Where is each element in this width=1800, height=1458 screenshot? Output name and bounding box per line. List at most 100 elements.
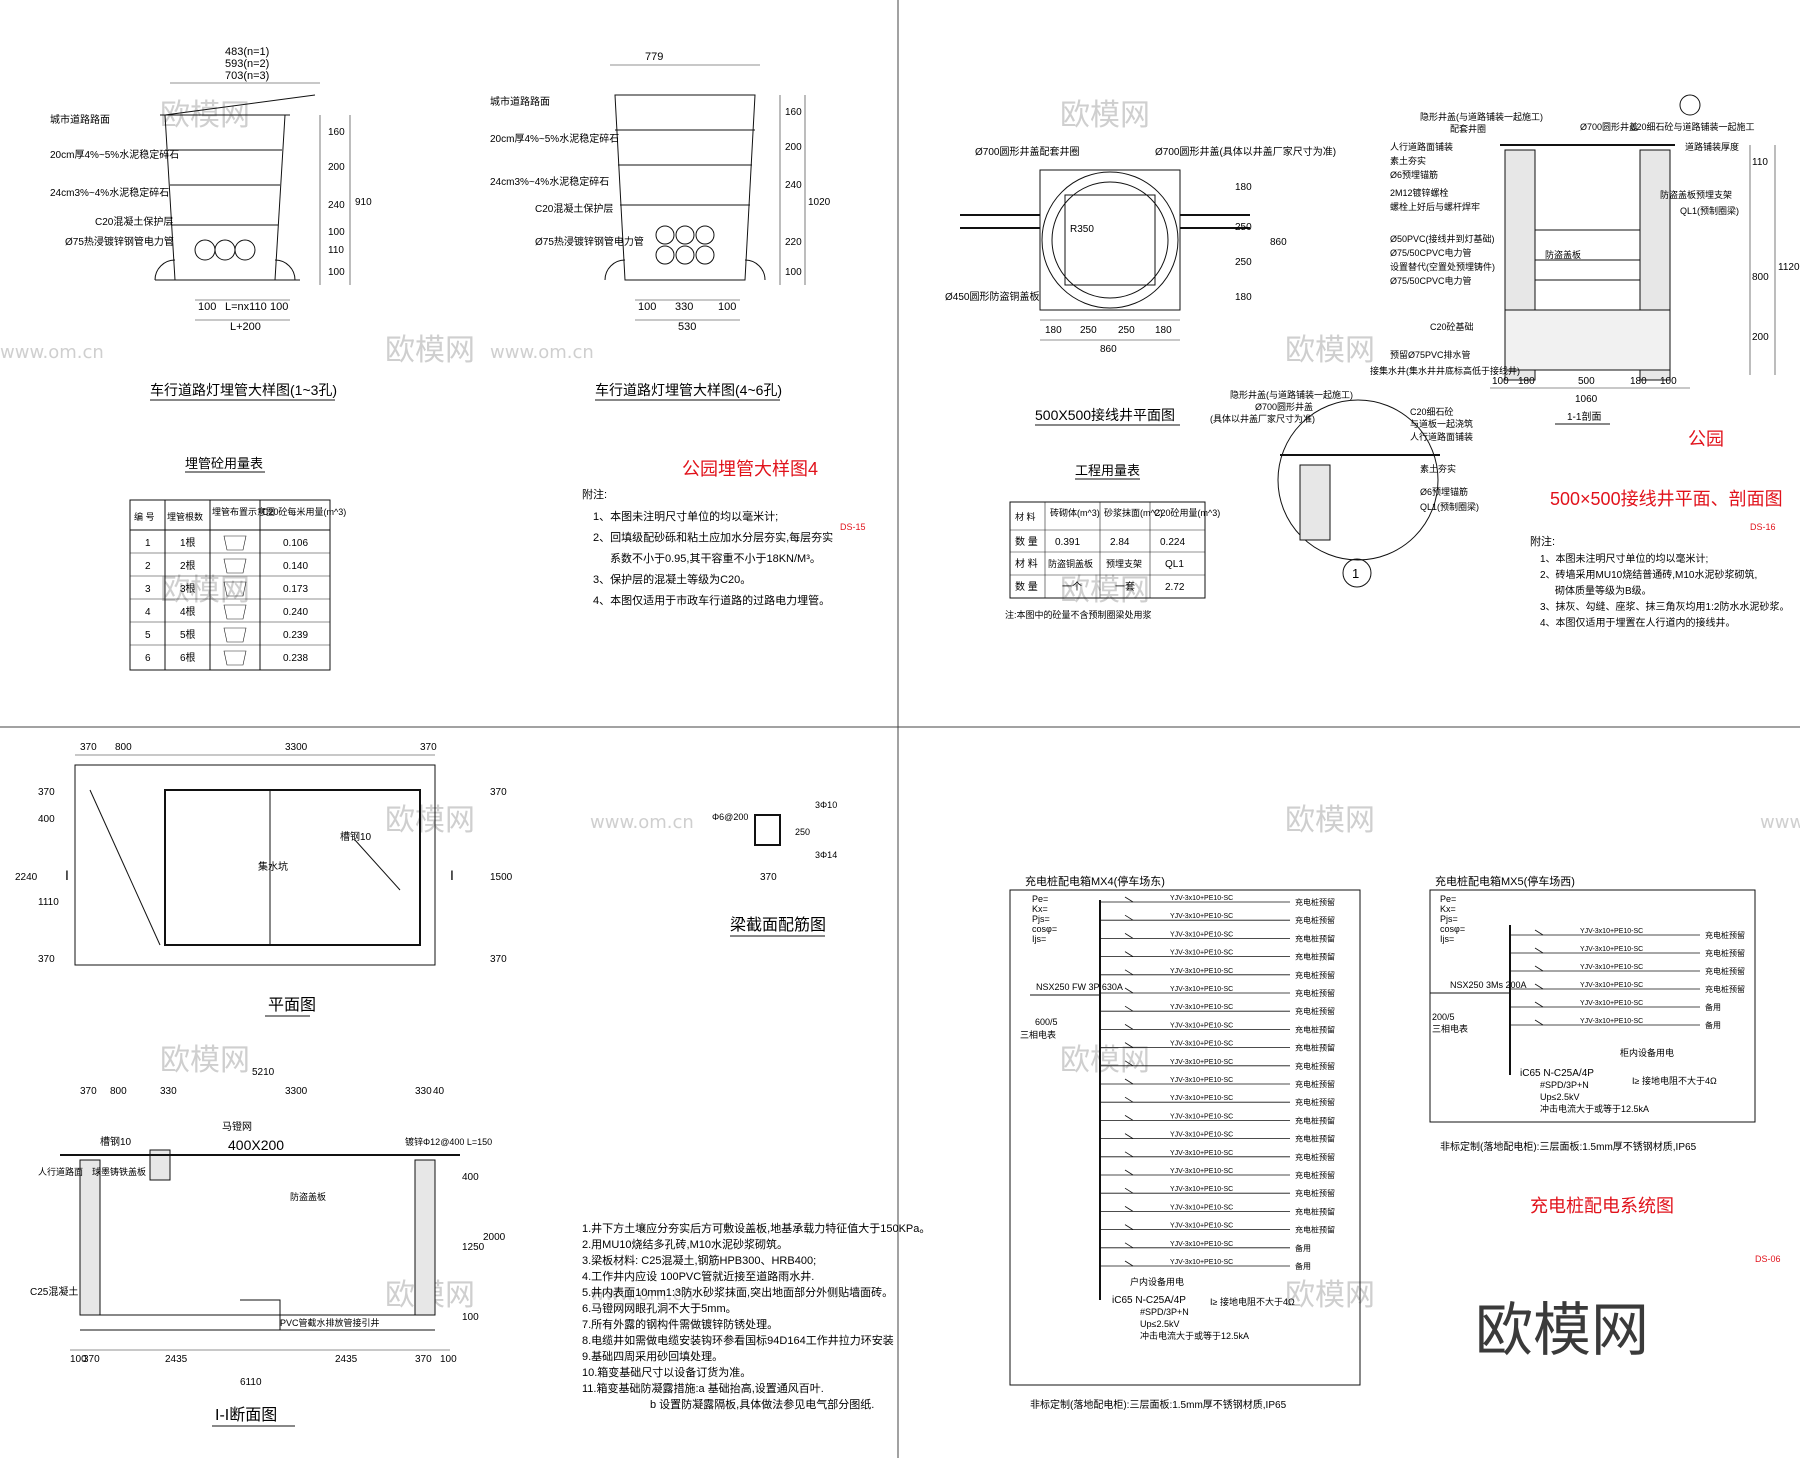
- note: 系数不小于0.95,其干容重不小于18KN/M³。: [610, 551, 821, 565]
- svg-text:设置替代(空置处预埋铸件): 设置替代(空置处预埋铸件): [1390, 261, 1495, 272]
- watermark-url: www.om.cn: [490, 342, 594, 363]
- top-dim-3: 703(n=3): [225, 70, 269, 82]
- svg-text:6110: 6110: [240, 1377, 262, 1388]
- svg-text:防盗盖板: 防盗盖板: [1545, 249, 1581, 260]
- right-trench: 779 城市道路路面 20cm厚4%~5%水泥稳定碎石 24cm3%~4%水泥稳…: [490, 51, 831, 401]
- svg-text:180: 180: [1518, 376, 1535, 387]
- svg-text:800: 800: [115, 742, 132, 753]
- svg-text:集水坑: 集水坑: [258, 860, 288, 873]
- svg-text:cosφ=: cosφ=: [1440, 924, 1465, 934]
- circuit-label: YJV-3x10+PE10-SC: [1580, 1000, 1643, 1007]
- svg-text:600/5: 600/5: [1035, 1017, 1058, 1027]
- svg-text:I≥ 接地电阻不大于4Ω: I≥ 接地电阻不大于4Ω: [1210, 1296, 1295, 1307]
- plan-title: 500X500接线井平面图: [1035, 407, 1175, 423]
- note: 2.用MU10烧结多孔砖,M10水泥砂浆砌筑。: [582, 1237, 788, 1251]
- q2-junction-well: Ø700圆形井盖配套井圈 Ø700圆形井盖(具体以井盖厂家尺寸为准) Ø450圆…: [945, 94, 1800, 629]
- svg-text:2M12镀锌螺栓: 2M12镀锌螺栓: [1390, 187, 1449, 198]
- notes: 附注: 1、本图未注明尺寸单位的均以毫米计; 2、回填级配砂砾和粘土应加水分层夯…: [582, 487, 833, 607]
- svg-text:370: 370: [760, 872, 777, 883]
- page-number: DS-06: [1755, 1254, 1781, 1264]
- svg-text:材 料: 材 料: [1015, 511, 1036, 522]
- circuit-load: 充电桩预留: [1295, 1170, 1335, 1180]
- watermark: 欧模网: [160, 573, 250, 608]
- svg-text:螺栓上好后与螺杆焊牢: 螺栓上好后与螺杆焊牢: [1390, 201, 1480, 212]
- bottom-total: 530: [678, 321, 696, 333]
- watermark: 欧模网: [1060, 98, 1150, 133]
- mx4-diagram: 充电桩配电箱MX4(停车场东) Pe= Kx= Pjs= cosφ= Ijs= …: [1009, 874, 1361, 1411]
- circuit-load: 充电桩预留: [1295, 1006, 1335, 1016]
- svg-text:2根: 2根: [180, 559, 196, 572]
- circuit-label: YJV-3x10+PE10-SC: [1170, 913, 1233, 920]
- table-header: 埋管布置示意图: [212, 506, 275, 517]
- svg-text:6根: 6根: [180, 651, 196, 664]
- mx5-title: 充电桩配电箱MX5(停车场西): [1435, 874, 1575, 888]
- circuit-load: 充电桩预留: [1295, 1024, 1335, 1034]
- mx4-footer: 非标定制(落地配电柜):三层面板:1.5mm厚不锈钢材质,IP65: [1030, 1398, 1287, 1411]
- plan-label: Ø450圆形防盗铜盖板: [945, 290, 1039, 303]
- circuit-load: 充电桩预留: [1295, 1043, 1335, 1053]
- svg-text:Ø6预埋锚筋: Ø6预埋锚筋: [1420, 486, 1468, 497]
- top-dim-2: 593(n=2): [225, 58, 269, 70]
- svg-text:砖砌体(m^3): 砖砌体(m^3): [1050, 507, 1100, 518]
- svg-text:接集水井(集水井井底标高低于接线井): 接集水井(集水井井底标高低于接线井): [1370, 365, 1520, 376]
- side-dim: 160: [785, 107, 802, 118]
- side-dim: 200: [328, 162, 345, 173]
- svg-text:数 量: 数 量: [1015, 580, 1038, 593]
- svg-text:3: 3: [145, 584, 151, 595]
- svg-text:370: 370: [420, 742, 437, 753]
- svg-text:1: 1: [145, 538, 151, 549]
- circuit-load: 充电桩预留: [1705, 948, 1745, 958]
- svg-text:C20砼用量(m^3): C20砼用量(m^3): [1154, 507, 1220, 518]
- svg-text:道路铺装厚度: 道路铺装厚度: [1685, 141, 1739, 152]
- svg-text:5: 5: [145, 630, 151, 641]
- pit-plan: 370 800 3300 370 370 400 1110 370 2240 3…: [15, 742, 513, 1017]
- section-title: I-I断面图: [215, 1406, 277, 1424]
- svg-text:预留Ø75PVC排水管: 预留Ø75PVC排水管: [1390, 349, 1471, 360]
- svg-text:防盗盖板预埋支架: 防盗盖板预埋支架: [1660, 189, 1732, 200]
- note: 2、砖墙采用MU10烧结普通砖,M10水泥砂浆砌筑,: [1540, 568, 1757, 581]
- svg-text:0.239: 0.239: [283, 630, 308, 641]
- circuit-label: YJV-3x10+PE10-SC: [1580, 964, 1643, 971]
- note: 9.基础四周采用砂回填处理。: [582, 1349, 723, 1363]
- svg-text:Pe=: Pe=: [1440, 894, 1456, 904]
- circuit-load: 备用: [1295, 1261, 1311, 1271]
- circuit-load: 充电桩预留: [1295, 1225, 1335, 1235]
- svg-text:370: 370: [80, 1086, 97, 1097]
- side-dim: 110: [328, 245, 344, 256]
- watermark-url: www.om.cn: [0, 342, 104, 363]
- side-dim: 100: [328, 267, 345, 278]
- circuit-load: 充电桩预留: [1705, 966, 1745, 976]
- svg-text:一套: 一套: [1115, 580, 1135, 593]
- watermark-url: www.om.cn: [590, 812, 694, 833]
- q3-cable-pit: 370 800 3300 370 370 400 1110 370 2240 3…: [15, 742, 930, 1427]
- svg-text:1110: 1110: [38, 897, 59, 908]
- layer-label: 20cm厚4%~5%水泥稳定碎石: [50, 148, 179, 161]
- svg-text:2000: 2000: [483, 1232, 506, 1243]
- svg-text:球墨铸铁盖板: 球墨铸铁盖板: [92, 1166, 146, 1177]
- svg-text:180: 180: [1235, 182, 1252, 193]
- svg-text:素土夯实: 素土夯实: [1420, 463, 1456, 474]
- svg-text:Kx=: Kx=: [1032, 904, 1048, 914]
- circuit-load: 充电桩预留: [1295, 952, 1335, 962]
- svg-text:马镫网: 马镫网: [222, 1121, 252, 1133]
- circuit-load: 充电桩预留: [1295, 1134, 1335, 1144]
- svg-text:#SPD/3P+N: #SPD/3P+N: [1540, 1080, 1589, 1090]
- svg-text:5根: 5根: [180, 628, 196, 641]
- circuit-label: YJV-3x10+PE10-SC: [1170, 1004, 1233, 1011]
- svg-text:110: 110: [1752, 157, 1768, 168]
- circuit-label: YJV-3x10+PE10-SC: [1170, 1150, 1233, 1157]
- circuit-load: 充电桩预留: [1295, 1061, 1335, 1071]
- table-row: 5 5根 0.239: [145, 628, 308, 641]
